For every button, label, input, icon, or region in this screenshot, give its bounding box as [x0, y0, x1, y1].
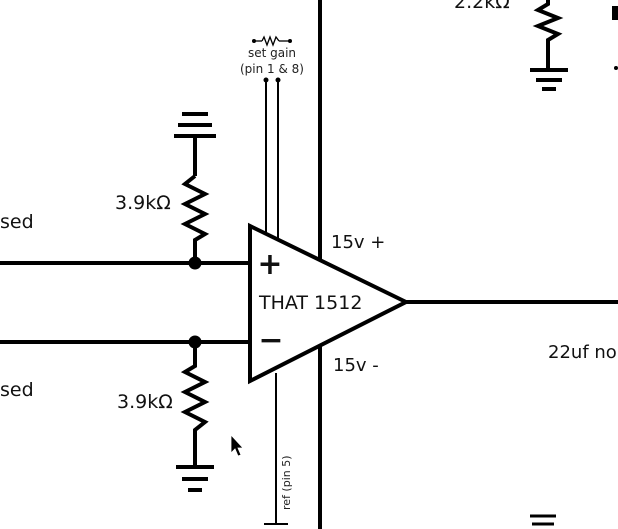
- supply-plus-label: 15v +: [331, 232, 385, 253]
- bottom-ground-fragment: [530, 514, 556, 526]
- opamp-triangle: [248, 222, 411, 385]
- top-resistor-symbol: [530, 0, 568, 91]
- gain-label-line2: (pin 1 & 8): [240, 62, 304, 76]
- mouse-cursor-icon: [230, 433, 244, 457]
- supply-minus-label: 15v -: [333, 355, 379, 376]
- opamp-name: THAT 1512: [258, 292, 362, 314]
- gain-pin-dot-8: [275, 77, 281, 83]
- opamp-plus-sign: +: [257, 247, 282, 282]
- upper-resistor-label: 3.9kΩ: [115, 192, 171, 214]
- edge-marker: [612, 6, 618, 20]
- upper-resistor-symbol: [180, 174, 210, 263]
- top-resistor-label: 2.2kΩ: [454, 0, 510, 13]
- upper-ground-symbol: [174, 112, 216, 176]
- gain-resistor-dot-right: [288, 39, 292, 43]
- output-cap-label: 22uf no: [548, 342, 617, 363]
- minus-input-label: sed: [0, 379, 34, 401]
- gain-resistor-dot-left: [252, 39, 256, 43]
- gain-resistor-icon: [253, 35, 291, 47]
- gain-label-line1: set gain: [248, 46, 296, 60]
- gain-pin-wires: [265, 80, 279, 240]
- lower-resistor-label: 3.9kΩ: [117, 391, 173, 413]
- plus-input-label: sed: [0, 211, 34, 233]
- opamp-minus-sign: −: [258, 323, 283, 358]
- plus-junction-dot: [188, 256, 202, 270]
- gain-pin-dot-1: [263, 77, 269, 83]
- lower-resistor-symbol: [180, 342, 210, 466]
- ref-pin-label: ref (pin 5): [280, 455, 293, 510]
- edge-dot: [614, 66, 618, 70]
- lower-ground-symbol: [176, 465, 214, 492]
